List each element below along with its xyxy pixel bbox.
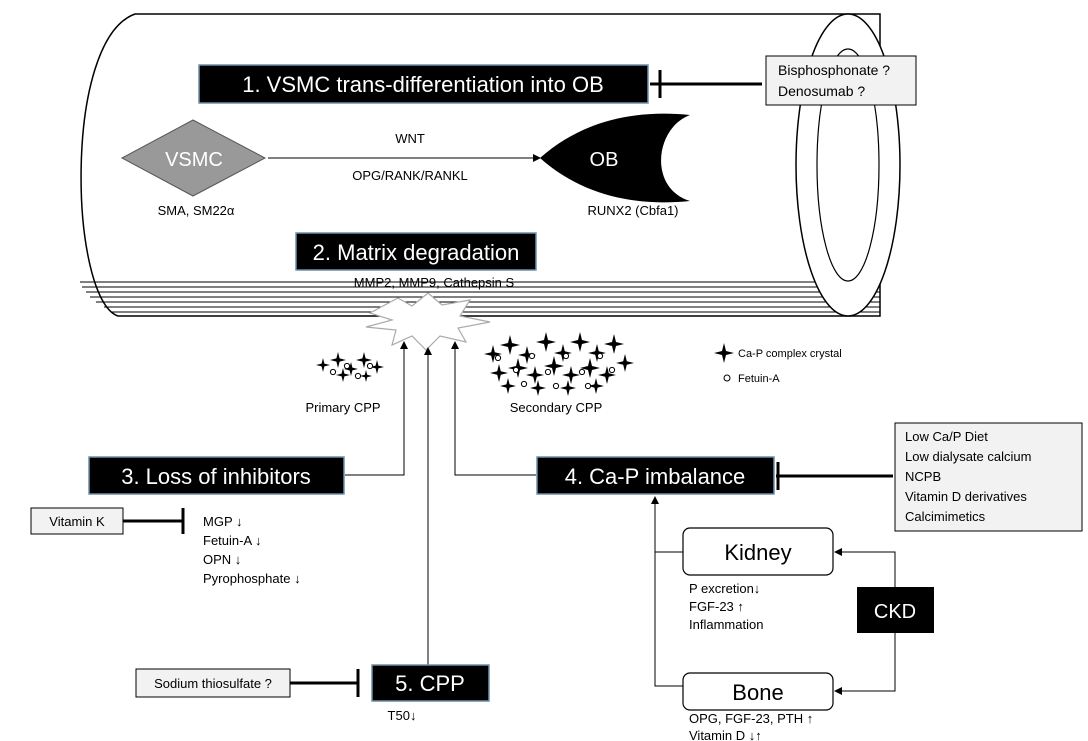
vitamin-k-label: Vitamin K: [49, 514, 105, 529]
ob-label: OB: [590, 149, 619, 171]
secondary-cpp-label: Secondary CPP: [510, 400, 603, 415]
therapy-cap-item: Low dialysate calcium: [905, 449, 1031, 464]
therapy-cap-item: Vitamin D derivatives: [905, 489, 1027, 504]
step-3-box: 3. Loss of inhibitors: [88, 456, 345, 495]
ckd-box: CKD: [857, 587, 934, 633]
pathway-wnt: WNT: [395, 131, 425, 146]
arrow-ckd-to-bone: [834, 633, 896, 695]
step-1-label: 1. VSMC trans-differentiation into OB: [242, 72, 604, 97]
vitamin-k-box: Vitamin K: [30, 507, 124, 535]
sodium-thiosulfate-box: Sodium thiosulfate ?: [135, 668, 291, 698]
t50-label: T50↓: [388, 708, 417, 723]
primary-cpp-cluster: [316, 352, 384, 382]
kidney-effect-item: P excretion↓: [689, 581, 760, 596]
inhibitors-list: MGP ↓ Fetuin-A ↓ OPN ↓ Pyrophosphate ↓: [203, 514, 301, 586]
vsmc-markers: SMA, SM22α: [158, 203, 235, 218]
bone-box: Bone: [682, 672, 834, 711]
vsmc-label: VSMC: [165, 149, 223, 171]
step-5-box: 5. CPP: [371, 664, 490, 702]
kidney-effect-item: FGF-23 ↑: [689, 599, 744, 614]
legend-crystal-icon: [714, 343, 734, 363]
kidney-box: Kidney: [682, 527, 834, 576]
ob-shape: [540, 113, 690, 203]
step-1-box: 1. VSMC trans-differentiation into OB: [198, 64, 649, 104]
legend-crystal-label: Ca-P complex crystal: [738, 348, 842, 360]
legend-fetuin-label: Fetuin-A: [738, 373, 780, 385]
step-5-label: 5. CPP: [395, 671, 465, 696]
step-2-box: 2. Matrix degradation: [295, 232, 537, 271]
therapy-ob-box: Bisphosphonate ? Denosumab ?: [765, 55, 917, 106]
secondary-cpp-cluster: [484, 332, 634, 396]
inhibitor-item: Fetuin-A ↓: [203, 533, 262, 548]
sodium-thiosulfate-label: Sodium thiosulfate ?: [154, 676, 272, 691]
therapy-cap-box: Low Ca/P Diet Low dialysate calcium NCPB…: [894, 422, 1083, 532]
vsmc-diamond: [120, 119, 267, 197]
primary-cpp-label: Primary CPP: [305, 400, 380, 415]
inhibitor-item: OPN ↓: [203, 552, 241, 567]
matrix-enzymes: MMP2, MMP9, Cathepsin S: [354, 275, 515, 290]
bone-label: Bone: [732, 680, 783, 705]
bone-effect-item: Vitamin D ↓↑: [689, 728, 762, 741]
inhibitor-item: MGP ↓: [203, 514, 243, 529]
ob-markers: RUNX2 (Cbfa1): [587, 203, 678, 218]
kidney-label: Kidney: [724, 540, 791, 565]
therapy-cap-item: Calcimimetics: [905, 509, 986, 524]
step-2-label: 2. Matrix degradation: [313, 240, 520, 265]
therapy-ob-item: Bisphosphonate ?: [778, 62, 890, 78]
arrow-inhibitors-to-calc: [345, 341, 408, 476]
step-4-box: 4. Ca-P imbalance: [536, 456, 775, 495]
arrow-cap-to-calc: [451, 341, 536, 476]
therapy-ob-item: Denosumab ?: [778, 83, 865, 99]
arrow-ckd-to-kidney: [834, 548, 896, 587]
legend: Ca-P complex crystal Fetuin-A: [714, 343, 842, 385]
kidney-effects: P excretion↓ FGF-23 ↑ Inflammation: [689, 581, 763, 632]
bone-effect-item: OPG, FGF-23, PTH ↑: [689, 711, 813, 726]
organ-bracket: [654, 551, 683, 687]
step-4-label: 4. Ca-P imbalance: [565, 464, 746, 489]
therapy-cap-item: NCPB: [905, 469, 941, 484]
therapy-cap-item: Low Ca/P Diet: [905, 429, 988, 444]
inhibitor-item: Pyrophosphate ↓: [203, 571, 301, 586]
bone-effects: OPG, FGF-23, PTH ↑ Vitamin D ↓↑: [689, 711, 813, 741]
legend-fetuin-icon: [723, 374, 731, 382]
step-3-label: 3. Loss of inhibitors: [121, 464, 311, 489]
pathway-opg: OPG/RANK/RANKL: [352, 168, 468, 183]
calcification-burst: [365, 292, 491, 351]
ckd-label: CKD: [874, 601, 916, 623]
kidney-effect-item: Inflammation: [689, 617, 763, 632]
